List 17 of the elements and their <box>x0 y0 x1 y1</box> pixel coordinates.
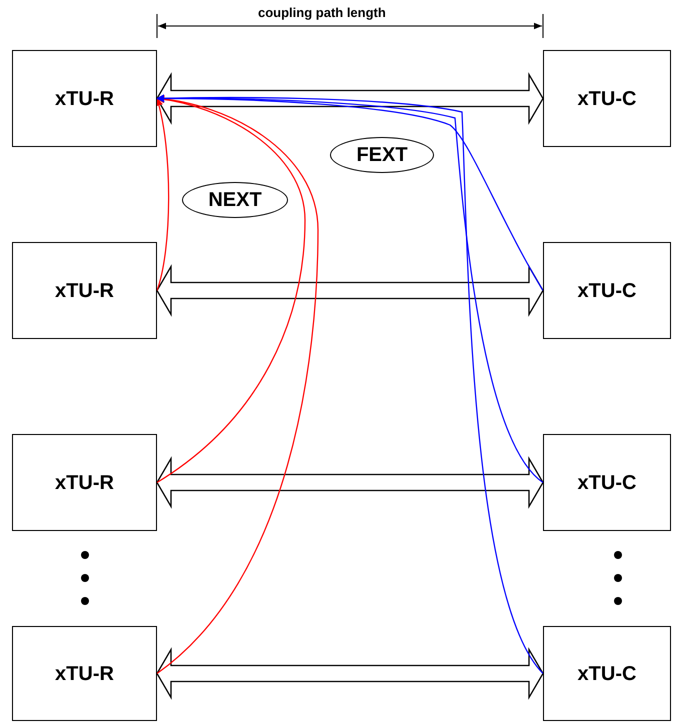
crosstalk-curve <box>156 94 544 674</box>
double-block-arrow <box>156 647 544 700</box>
double-block-arrow <box>156 456 544 509</box>
ellipse-label: FEXT <box>330 137 434 173</box>
ellipse-label: NEXT <box>182 182 288 218</box>
transceiver-box: xTU-R <box>12 50 157 147</box>
transceiver-box: xTU-R <box>12 626 157 721</box>
transceiver-box: xTU-C <box>543 626 671 721</box>
double-block-arrow <box>156 264 544 317</box>
transceiver-box: xTU-R <box>12 434 157 531</box>
crosstalk-curve <box>156 95 319 674</box>
transceiver-box: xTU-C <box>543 242 671 339</box>
transceiver-box: xTU-C <box>543 434 671 531</box>
double-block-arrow <box>156 72 544 125</box>
transceiver-box: xTU-R <box>12 242 157 339</box>
dimension-label: coupling path length <box>258 4 386 22</box>
transceiver-box: xTU-C <box>543 50 671 147</box>
